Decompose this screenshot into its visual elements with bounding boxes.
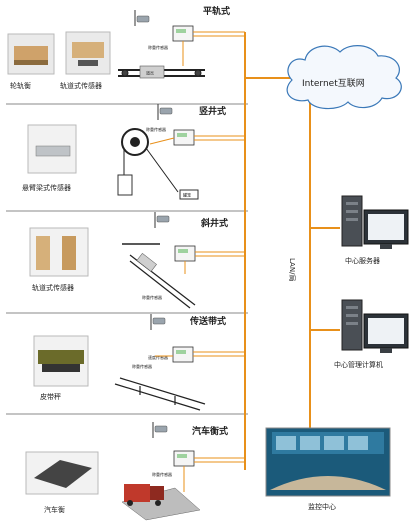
controller-box-icon bbox=[173, 450, 195, 467]
tiny-label: 称重传感器 bbox=[148, 44, 168, 50]
section-truck-scale: 汽车衡式 汽车衡 称重传感器 bbox=[25, 422, 245, 521]
controller-box-icon bbox=[172, 25, 194, 42]
section-title: 斜井式 bbox=[200, 217, 228, 229]
lan-label: LAN/局 bbox=[288, 258, 296, 281]
rail-sensor-photo bbox=[29, 227, 89, 277]
pc-monitor-icon bbox=[363, 313, 409, 353]
counterweight-box bbox=[179, 189, 199, 200]
tiny-label: 速度传感器 bbox=[148, 354, 168, 360]
tiny-label: 道岔 bbox=[146, 70, 154, 76]
tiny-label: 称重传感器 bbox=[142, 294, 162, 300]
inclined-track bbox=[122, 243, 196, 309]
tiny-label: 称重传感器 bbox=[152, 471, 172, 477]
product-label: 轨道式传感器 bbox=[60, 81, 102, 90]
section-flat-rail: 平轨式 轮轨衡 轨道式传感器 称重传感器 bbox=[7, 5, 245, 90]
pc-monitor-icon bbox=[363, 209, 409, 249]
mgmt-label: 中心管理计算机 bbox=[334, 360, 383, 369]
tiny-label: 罐笼 bbox=[183, 192, 191, 198]
lan-backbone bbox=[244, 32, 340, 470]
section-inclined-shaft: 斜井式 轨道式传感器 称重传感器 bbox=[29, 212, 245, 309]
internet-label: Internet互联网 bbox=[302, 78, 365, 89]
server-tower-icon bbox=[341, 299, 363, 351]
belt-scale-photo bbox=[33, 335, 89, 387]
section-conveyor-belt: 传送带式 皮带秤 称重传感器 速度传感器 bbox=[33, 314, 245, 411]
truck-icon bbox=[121, 484, 201, 521]
tiny-label: 称重传感器 bbox=[146, 126, 166, 132]
product-label: 汽车衡 bbox=[44, 505, 65, 514]
cage-box bbox=[117, 174, 133, 196]
server-label: 中心服务器 bbox=[345, 256, 380, 265]
tiny-label: 称重传感器 bbox=[132, 363, 152, 369]
ring-pulley-icon bbox=[121, 128, 179, 193]
internet-cloud: Internet互联网 bbox=[286, 45, 402, 110]
conveyor-frame bbox=[114, 377, 206, 411]
server-tower-icon bbox=[341, 195, 363, 247]
product-label: 轮轨衡 bbox=[10, 81, 31, 90]
cantilever-sensor-photo bbox=[27, 124, 77, 174]
camera-icon bbox=[154, 212, 170, 228]
camera-icon bbox=[134, 10, 150, 26]
wheel-rail-scale-photo bbox=[7, 33, 55, 75]
section-vertical-shaft: 竖井式 悬臂梁式传感器 称重传感器 罐笼 bbox=[22, 104, 245, 200]
controller-box-icon bbox=[174, 245, 196, 262]
controller-box-icon bbox=[173, 129, 195, 146]
camera-icon bbox=[150, 314, 166, 330]
truck-scale-photo bbox=[25, 451, 99, 495]
section-title: 平轨式 bbox=[203, 5, 230, 17]
monitoring-center-photo bbox=[265, 427, 391, 497]
section-title: 竖井式 bbox=[199, 105, 226, 117]
product-label: 皮带秤 bbox=[40, 392, 61, 401]
camera-icon bbox=[157, 104, 173, 120]
rail-track bbox=[118, 65, 205, 79]
monitor-center-label: 监控中心 bbox=[308, 502, 336, 511]
camera-icon bbox=[152, 422, 168, 438]
section-title: 传送带式 bbox=[189, 315, 226, 327]
rail-sensor-photo bbox=[65, 31, 111, 75]
product-label: 轨道式传感器 bbox=[32, 283, 74, 292]
section-separators bbox=[6, 103, 248, 415]
section-title: 汽车衡式 bbox=[192, 425, 228, 437]
controller-box-icon bbox=[172, 346, 194, 363]
product-label: 悬臂梁式传感器 bbox=[22, 183, 71, 192]
